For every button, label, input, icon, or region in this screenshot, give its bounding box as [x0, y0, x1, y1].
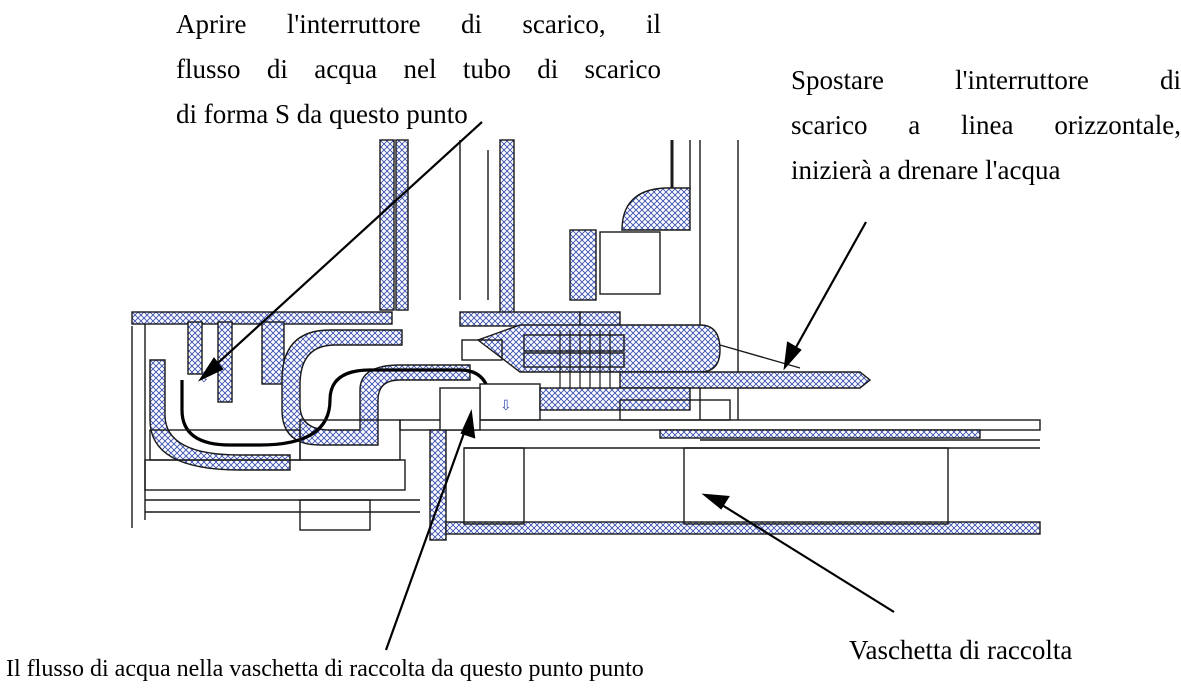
label-open-drain-switch: Aprire l'interruttore di scarico, il flu… — [176, 2, 661, 137]
housing-outline — [131, 139, 1041, 541]
label-line: Spostare l'interruttore di — [791, 65, 1181, 95]
flow-arrow-icon: ⇩ — [500, 398, 512, 414]
label-line: flusso di acqua nel tubo di scarico — [176, 54, 661, 84]
label-line: di forma S da questo punto — [176, 99, 468, 129]
label-line: scarico a linea orizzontale, — [791, 110, 1181, 140]
label-move-switch-horizontal: Spostare l'interruttore di scarico a lin… — [791, 58, 1181, 193]
label-line: Aprire l'interruttore di scarico, il — [176, 9, 661, 39]
label-water-flow-into-tray: Il flusso di acqua nella vaschetta di ra… — [6, 656, 644, 682]
leader-lines — [197, 121, 895, 651]
label-line: inizierà a drenare l'acqua — [791, 155, 1061, 185]
label-collection-tray: Vaschetta di raccolta — [849, 635, 1073, 665]
